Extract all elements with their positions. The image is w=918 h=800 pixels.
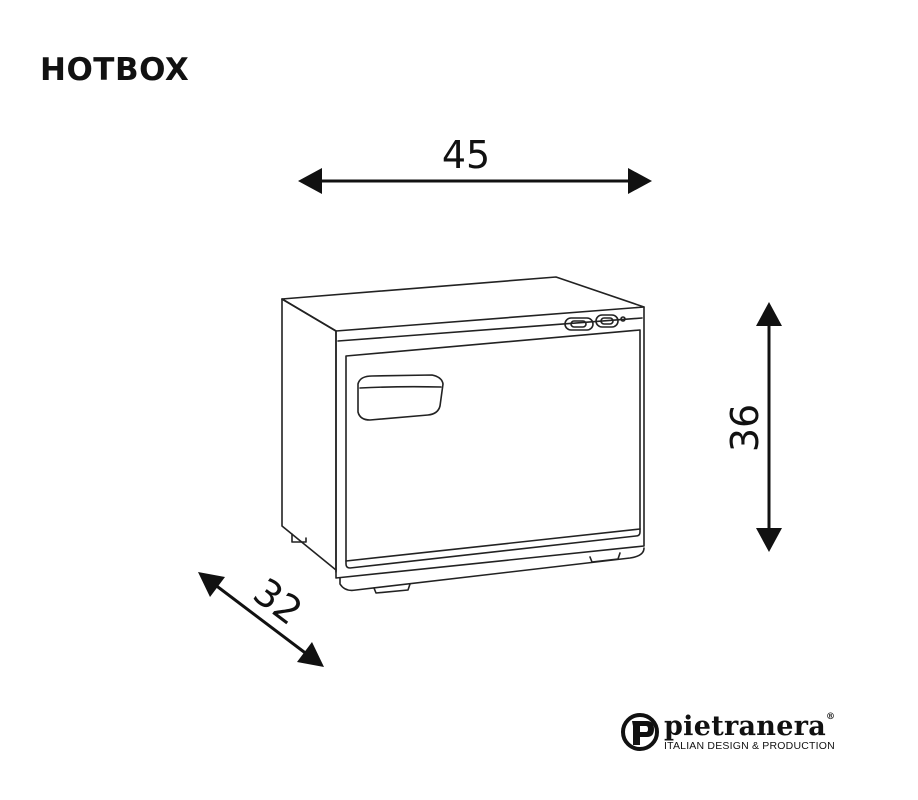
width-dimension: 45	[298, 133, 652, 194]
door-handle	[357, 374, 444, 421]
width-label: 45	[442, 133, 490, 177]
brand-logo: pietranera® ITALIAN DESIGN & PRODUCTION	[620, 712, 835, 752]
width-arrow-left-icon	[298, 168, 322, 194]
cabinet-side	[281, 298, 337, 571]
registered-mark: ®	[826, 711, 836, 722]
brand-tagline: ITALIAN DESIGN & PRODUCTION	[664, 739, 835, 752]
brand-name: pietranera®	[664, 710, 836, 742]
cabinet-top	[281, 276, 645, 332]
height-dimension: 36	[723, 302, 782, 552]
depth-dimension: 32	[198, 569, 324, 667]
depth-arrow-upper-icon	[198, 572, 225, 597]
depth-arrow-lower-icon	[297, 642, 324, 667]
foot-front-left	[373, 583, 411, 594]
control-button-1	[564, 317, 594, 331]
depth-label: 32	[245, 569, 310, 633]
product-title: HOTBOX	[40, 52, 190, 88]
pietranera-logo-icon	[621, 713, 659, 751]
cabinet-drawing	[281, 276, 645, 594]
cabinet-front	[335, 306, 645, 579]
height-arrow-up-icon	[756, 302, 782, 326]
cabinet-base	[339, 547, 645, 592]
foot-back-left	[291, 533, 307, 543]
cabinet-door	[345, 329, 641, 569]
height-arrow-down-icon	[756, 528, 782, 552]
control-button-2	[595, 314, 619, 328]
indicator-light-icon	[620, 316, 626, 322]
width-arrow-right-icon	[628, 168, 652, 194]
foot-front-right	[589, 552, 621, 563]
height-label: 36	[723, 404, 767, 452]
